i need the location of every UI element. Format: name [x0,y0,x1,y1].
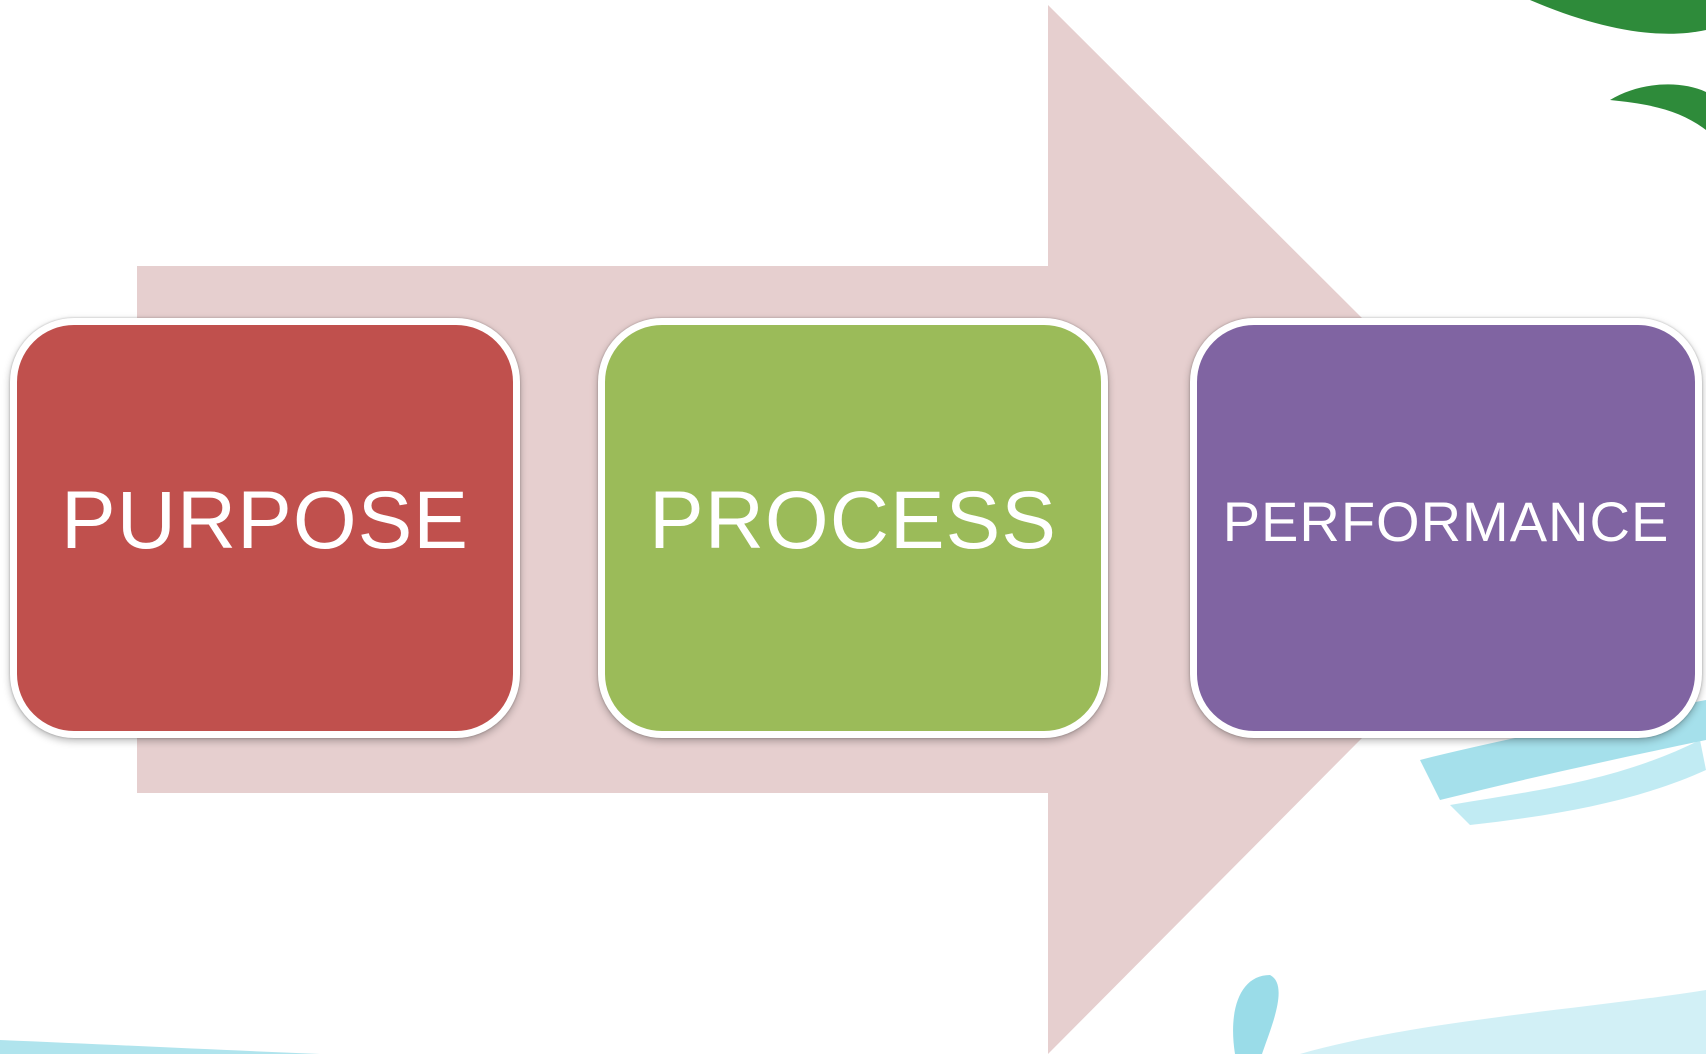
blue-wave-bottom [1300,990,1706,1054]
stage-label-performance: PERFORMANCE [1222,489,1670,553]
stage-box-purpose: PURPOSE [10,318,520,738]
blue-drop [1233,975,1279,1054]
blue-wave-lower [1450,740,1706,825]
stage-box-process: PROCESS [598,318,1108,738]
green-leaf-swirl-right [1610,84,1706,130]
stage-label-purpose: PURPOSE [61,475,469,566]
stage-box-performance: PERFORMANCE [1190,318,1702,738]
green-leaf-swirl-top [1530,0,1706,34]
stage-label-process: PROCESS [649,475,1057,566]
blue-wave-bottom-left [0,1040,320,1054]
